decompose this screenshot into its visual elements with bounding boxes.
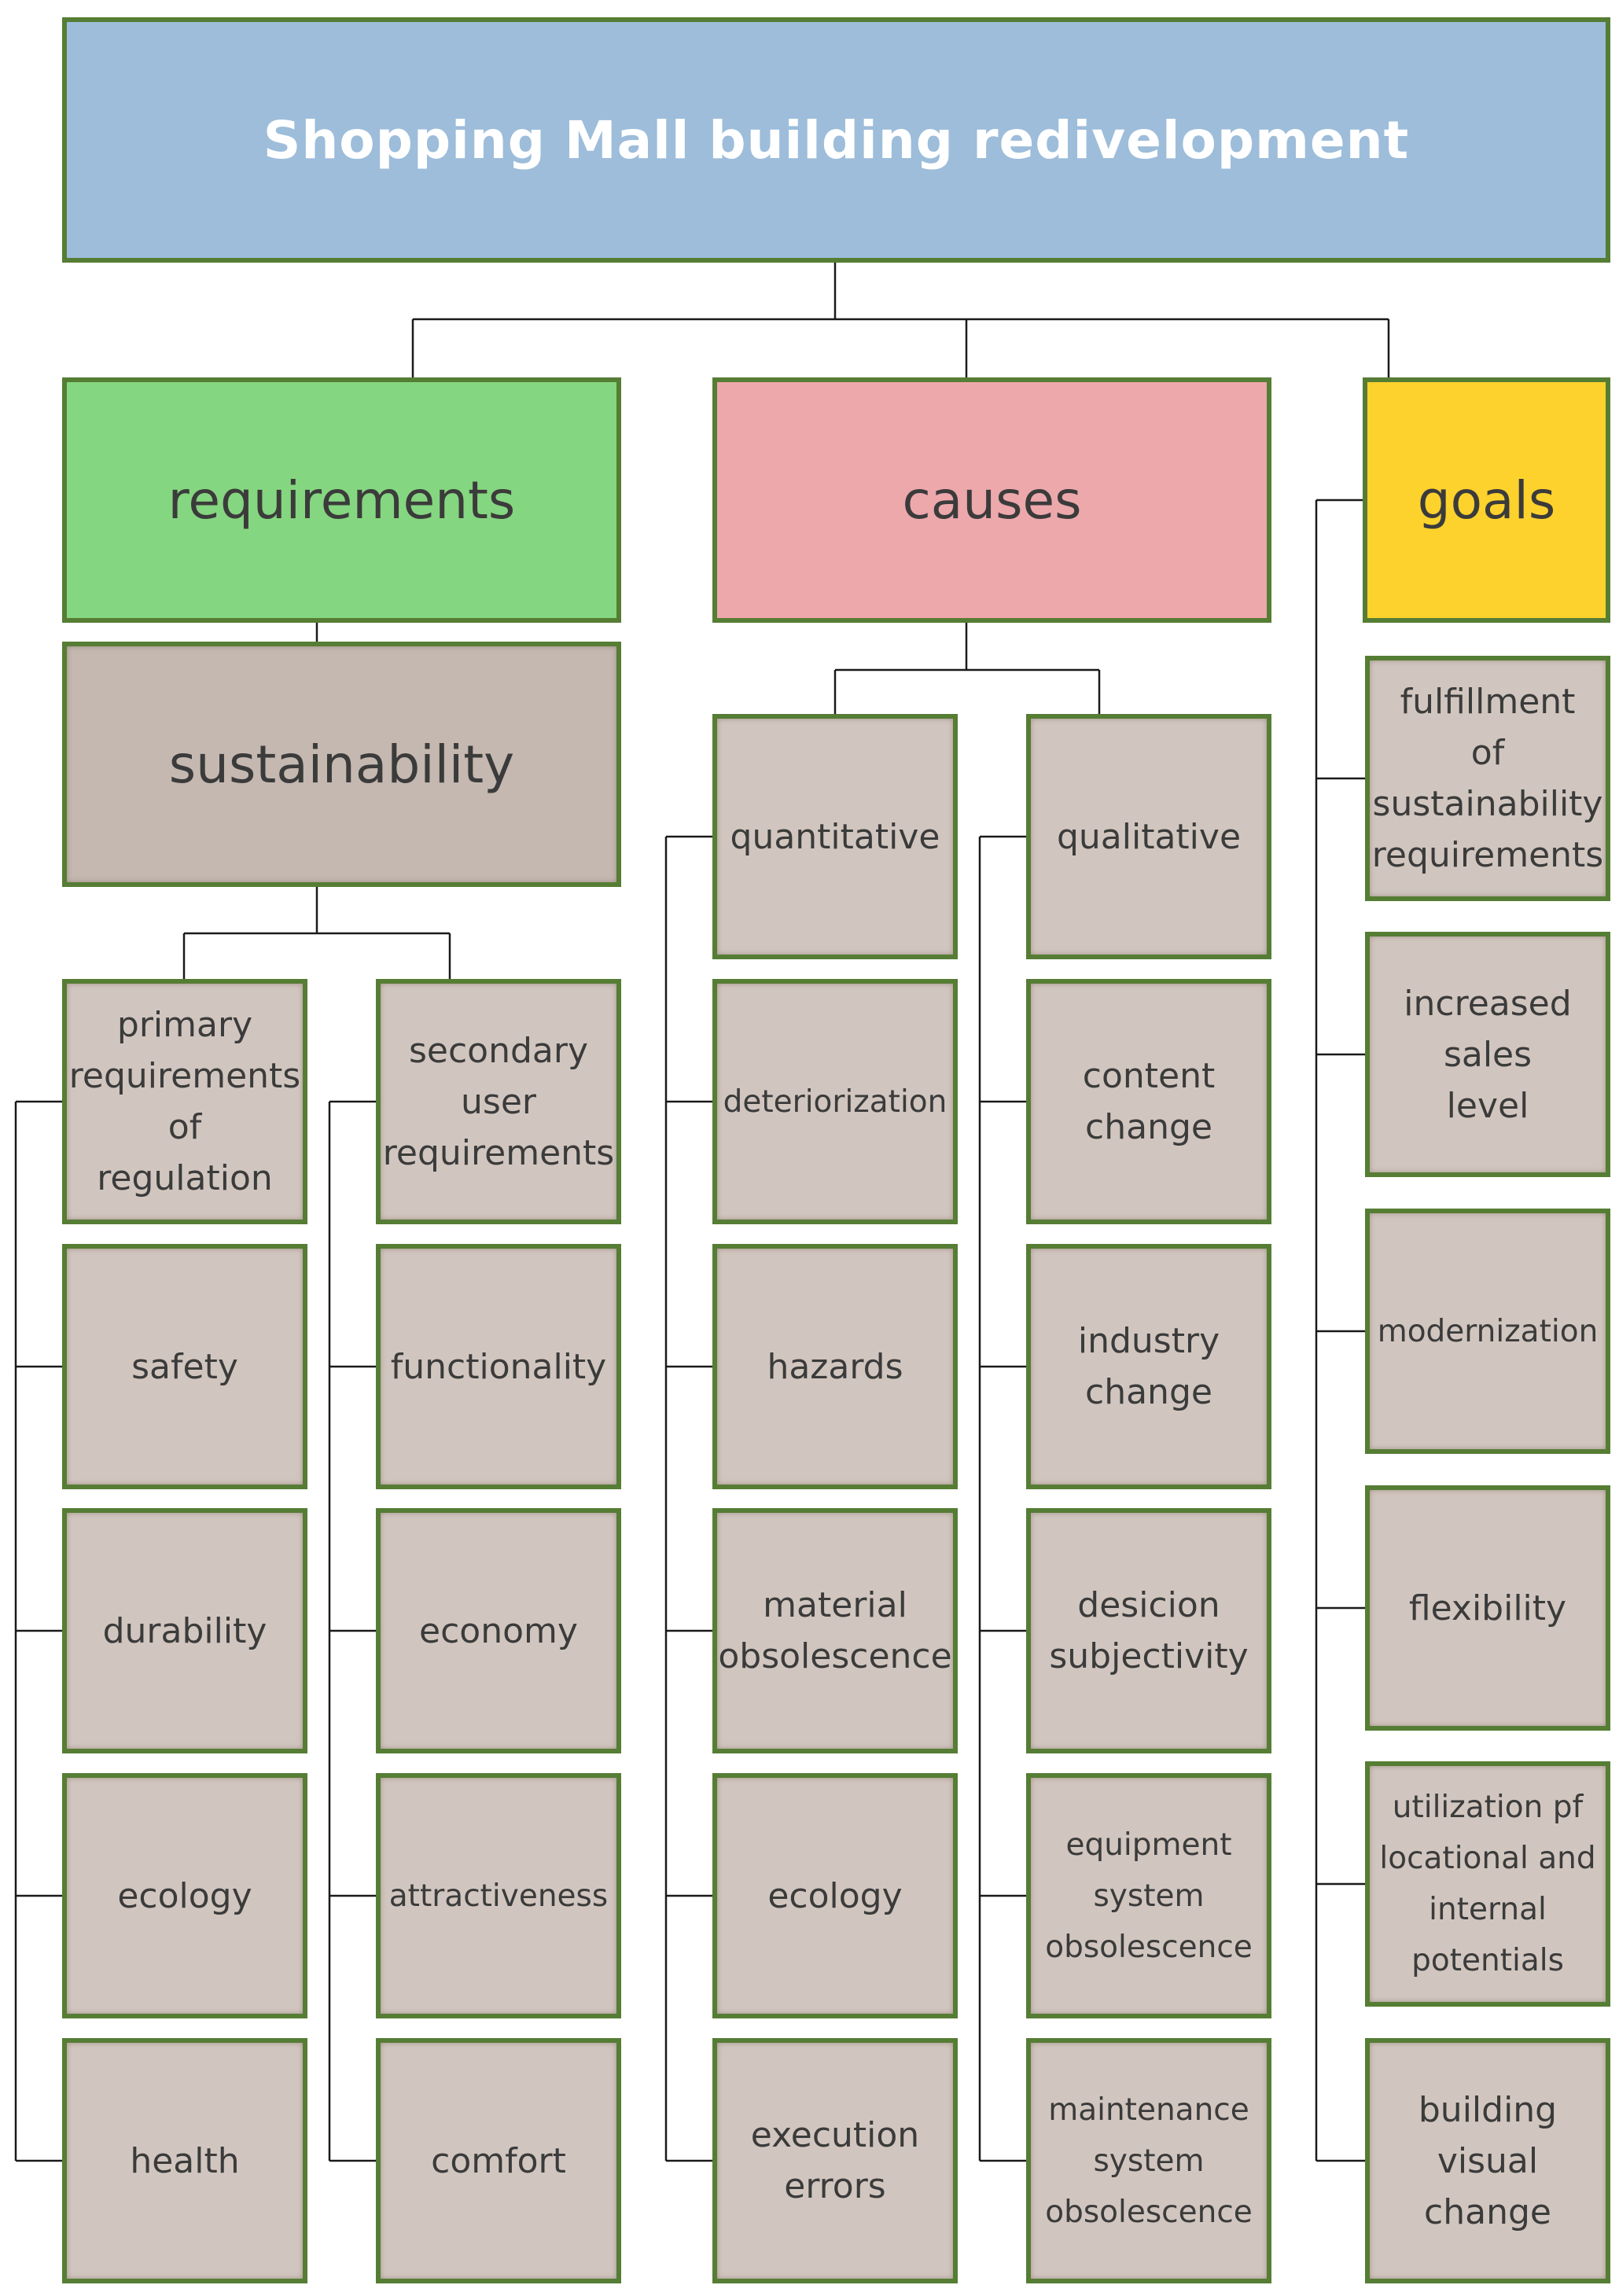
goal-item-potentials: utilization pf locational and internal p… bbox=[1365, 1761, 1610, 2007]
sustainability-label: sustainability bbox=[168, 734, 515, 795]
qualitative-item-label: content change bbox=[1082, 1056, 1216, 1147]
causes-label: causes bbox=[902, 469, 1082, 531]
secondary-item-economy: economy bbox=[376, 1508, 621, 1753]
qualitative-item-label: maintenance system obsolescence bbox=[1045, 2092, 1253, 2230]
qualitative-item-maintenance-system-obsolescence: maintenance system obsolescence bbox=[1026, 2038, 1271, 2283]
qualitative-item-content-change: content change bbox=[1026, 979, 1271, 1224]
goal-item-label: modernization bbox=[1377, 1313, 1599, 1349]
goal-item-label: utilization pf locational and internal p… bbox=[1379, 1790, 1596, 1978]
goal-item-sustainability-fulfillment: fulfillment of sustainability requiremen… bbox=[1365, 656, 1610, 901]
secondary-item-attractiveness: attractiveness bbox=[376, 1773, 621, 2018]
requirements-label: requirements bbox=[167, 469, 516, 531]
quantitative-item-label: ecology bbox=[767, 1875, 903, 1916]
primary-item-ecology: ecology bbox=[62, 1773, 307, 2018]
quantitative-item-label: deteriorization bbox=[723, 1084, 947, 1120]
quantitative-item-label: execution errors bbox=[750, 2115, 920, 2206]
goals-label: goals bbox=[1417, 469, 1556, 531]
primary-requirements-label: primary requirements of regulation bbox=[68, 1005, 301, 1198]
goal-item-label: flexibility bbox=[1408, 1588, 1567, 1628]
qualitative-item-label: desicion subjectivity bbox=[1049, 1585, 1249, 1676]
diagram-title: Shopping Mall building redivelopment bbox=[263, 109, 1410, 171]
qualitative-box: qualitative bbox=[1026, 714, 1271, 959]
causes-box: causes bbox=[712, 377, 1271, 623]
requirements-box: requirements bbox=[62, 377, 621, 623]
secondary-item-label: functionality bbox=[390, 1346, 607, 1387]
primary-item-health: health bbox=[62, 2038, 307, 2283]
title-box: Shopping Mall building redivelopment bbox=[62, 17, 1610, 263]
secondary-item-label: economy bbox=[419, 1610, 578, 1651]
goal-item-modernization: modernization bbox=[1365, 1209, 1610, 1454]
primary-requirements-box: primary requirements of regulation bbox=[62, 979, 307, 1224]
qualitative-item-decision-subjectivity: desicion subjectivity bbox=[1026, 1508, 1271, 1753]
goal-item-label: increased sales level bbox=[1404, 983, 1572, 1126]
goal-item-label: fulfillment of sustainability requiremen… bbox=[1371, 682, 1604, 875]
qualitative-item-equipment-system-obsolescence: equipment system obsolescence bbox=[1026, 1773, 1271, 2018]
goal-item-visual-change: building visual change bbox=[1365, 2038, 1610, 2283]
secondary-requirements-box: secondary user requirements bbox=[376, 979, 621, 1224]
secondary-item-label: comfort bbox=[431, 2140, 566, 2181]
quantitative-item-label: hazards bbox=[767, 1346, 903, 1387]
quantitative-item-hazards: hazards bbox=[712, 1244, 958, 1489]
quantitative-item-material-obsolescence: material obsolescence bbox=[712, 1508, 958, 1753]
primary-item-label: durability bbox=[102, 1610, 267, 1651]
qualitative-item-label: industry change bbox=[1077, 1321, 1220, 1412]
primary-item-label: safety bbox=[131, 1346, 238, 1387]
primary-item-safety: safety bbox=[62, 1244, 307, 1489]
primary-item-label: ecology bbox=[117, 1875, 252, 1916]
qualitative-label: qualitative bbox=[1056, 816, 1242, 857]
secondary-item-label: attractiveness bbox=[388, 1878, 609, 1914]
quantitative-item-deteriorization: deteriorization bbox=[712, 979, 958, 1224]
goal-item-label: building visual change bbox=[1418, 2089, 1558, 2232]
secondary-requirements-label: secondary user requirements bbox=[382, 1030, 615, 1173]
quantitative-item-label: material obsolescence bbox=[718, 1585, 952, 1676]
qualitative-item-industry-change: industry change bbox=[1026, 1244, 1271, 1489]
goal-item-flexibility: flexibility bbox=[1365, 1485, 1610, 1731]
sustainability-box: sustainability bbox=[62, 642, 621, 887]
goals-box: goals bbox=[1363, 377, 1610, 623]
quantitative-item-execution-errors: execution errors bbox=[712, 2038, 958, 2283]
quantitative-label: quantitative bbox=[730, 816, 940, 857]
quantitative-box: quantitative bbox=[712, 714, 958, 959]
quantitative-item-ecology: ecology bbox=[712, 1773, 958, 2018]
secondary-item-functionality: functionality bbox=[376, 1244, 621, 1489]
qualitative-item-label: equipment system obsolescence bbox=[1045, 1827, 1253, 1965]
primary-item-label: health bbox=[130, 2140, 240, 2181]
goal-item-increased-sales: increased sales level bbox=[1365, 932, 1610, 1177]
secondary-item-comfort: comfort bbox=[376, 2038, 621, 2283]
primary-item-durability: durability bbox=[62, 1508, 307, 1753]
